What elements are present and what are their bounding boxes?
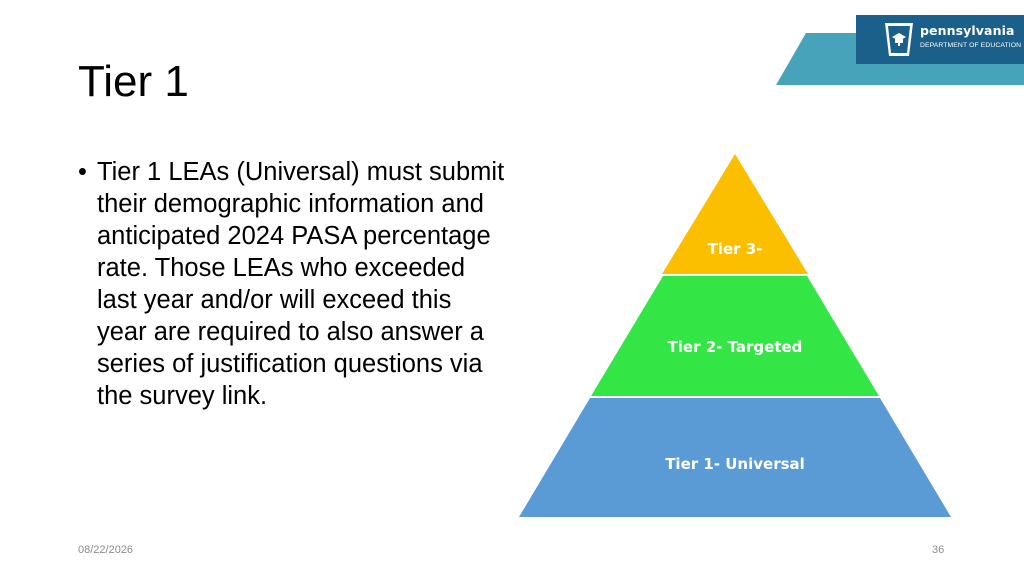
tier-3-label: Tier 3- — [708, 240, 763, 258]
tier-1-label: Tier 1- Universal — [665, 455, 805, 473]
tier-2-section — [591, 276, 879, 396]
logo-department: DEPARTMENT OF EDUCATION — [920, 41, 1022, 49]
bullet-marker: • — [78, 158, 87, 186]
footer-date: 08/22/2026 — [78, 544, 134, 556]
pa-education-logo: pennsylvania DEPARTMENT OF EDUCATION — [920, 23, 1022, 49]
bullet-text: Tier 1 LEAs (Universal) must submit thei… — [97, 158, 505, 410]
slide-title: Tier 1 — [78, 57, 189, 106]
tier-2-label: Tier 2- Targeted — [668, 338, 803, 356]
banner-navy-block — [856, 15, 1024, 64]
logo-name: pennsylvania — [920, 23, 1015, 38]
keystone-icon — [885, 23, 913, 56]
tier-pyramid: Tier 3- Tier 2- Targeted Tier 1- Univers… — [519, 154, 951, 517]
banner-shapes — [776, 15, 1024, 85]
tier-1-section — [519, 398, 951, 517]
header-banner — [776, 15, 1024, 85]
page-number: 36 — [932, 544, 945, 556]
tier-3-section — [662, 154, 808, 274]
